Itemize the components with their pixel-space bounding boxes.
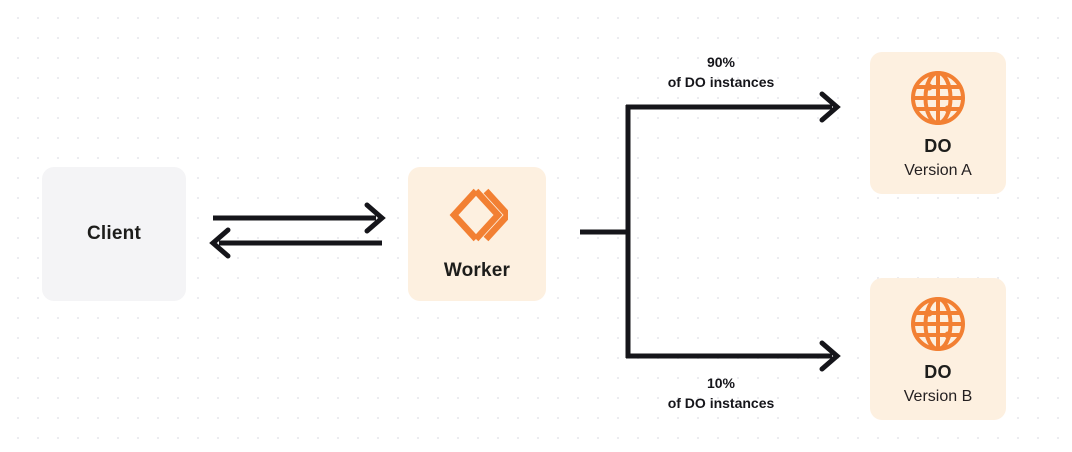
node-worker-label: Worker [443,259,511,281]
edge-client-to-worker [213,202,386,234]
edge-worker-to-do-a [626,91,841,123]
node-do-version-b-sublabel: Version B [903,387,973,405]
node-worker: Worker [408,167,546,301]
edge-label-do-b-detail: of DO instances [667,394,775,411]
node-client-label: Client [87,222,141,244]
node-do-version-a: DO Version A [870,52,1006,194]
arrowhead-right-icon [819,91,841,123]
edge-label-do-b-percent: 10% [706,375,736,391]
globe-icon [910,296,966,352]
node-do-version-a-sublabel: Version A [904,161,972,179]
arrowhead-right-icon [364,202,386,234]
node-do-version-b: DO Version B [870,278,1006,420]
edge-label-do-a-percent: 90% [706,54,736,70]
edge-label-do-a: 90% of DO instances [656,53,786,93]
cloudflare-workers-logo-icon [446,186,513,244]
arrowhead-left-icon [209,227,231,259]
node-client: Client [42,167,186,301]
edge-worker-to-client [209,227,382,259]
edge-label-do-b: 10% of DO instances [656,374,786,414]
globe-icon [910,70,966,126]
node-do-version-b-label: DO [924,362,952,383]
node-do-version-a-label: DO [924,136,952,157]
edge-label-do-a-detail: of DO instances [667,73,775,90]
arrowhead-right-icon [819,340,841,372]
edge-worker-to-do-b [626,340,841,372]
